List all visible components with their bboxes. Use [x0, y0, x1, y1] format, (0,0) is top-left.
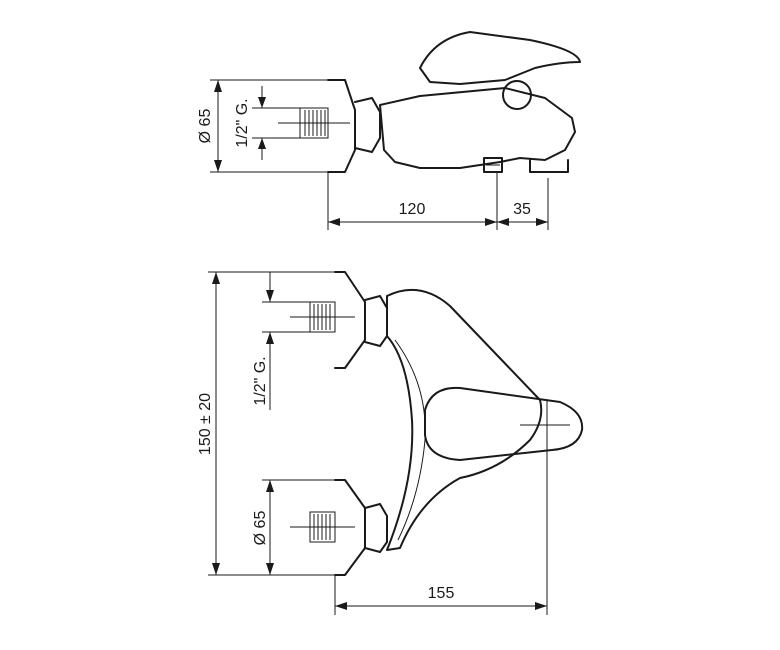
length-155-label: 155	[428, 585, 455, 602]
length-155-dimension: 155	[334, 452, 548, 615]
length-120-label: 120	[399, 201, 426, 218]
side-thread-label: 1/2" G.	[234, 98, 251, 147]
top-diameter-label: Ø 65	[252, 511, 269, 546]
length-35-label: 35	[513, 201, 531, 218]
side-diameter-label: Ø 65	[197, 109, 214, 144]
top-view-thread-lines	[290, 304, 355, 540]
side-diameter-dimension: Ø 65	[197, 79, 328, 173]
side-view-body	[299, 31, 581, 173]
spacing-dimension: 150 ± 20	[197, 271, 335, 576]
top-thread-label: 1/2" G.	[252, 356, 269, 405]
top-view: 150 ± 20 1/2" G. Ø 65 155	[197, 271, 584, 615]
top-view-body	[309, 271, 584, 576]
top-thread-dimension: 1/2" G.	[252, 272, 310, 410]
side-thread-dimension: 1/2" G.	[234, 86, 300, 160]
side-view: Ø 65 1/2" G. 120 35	[197, 31, 581, 230]
side-length-dimensions: 120 35	[327, 172, 549, 230]
side-view-thread-lines	[278, 110, 350, 136]
top-diameter-dimension: Ø 65	[252, 479, 335, 575]
spacing-label: 150 ± 20	[197, 393, 214, 455]
